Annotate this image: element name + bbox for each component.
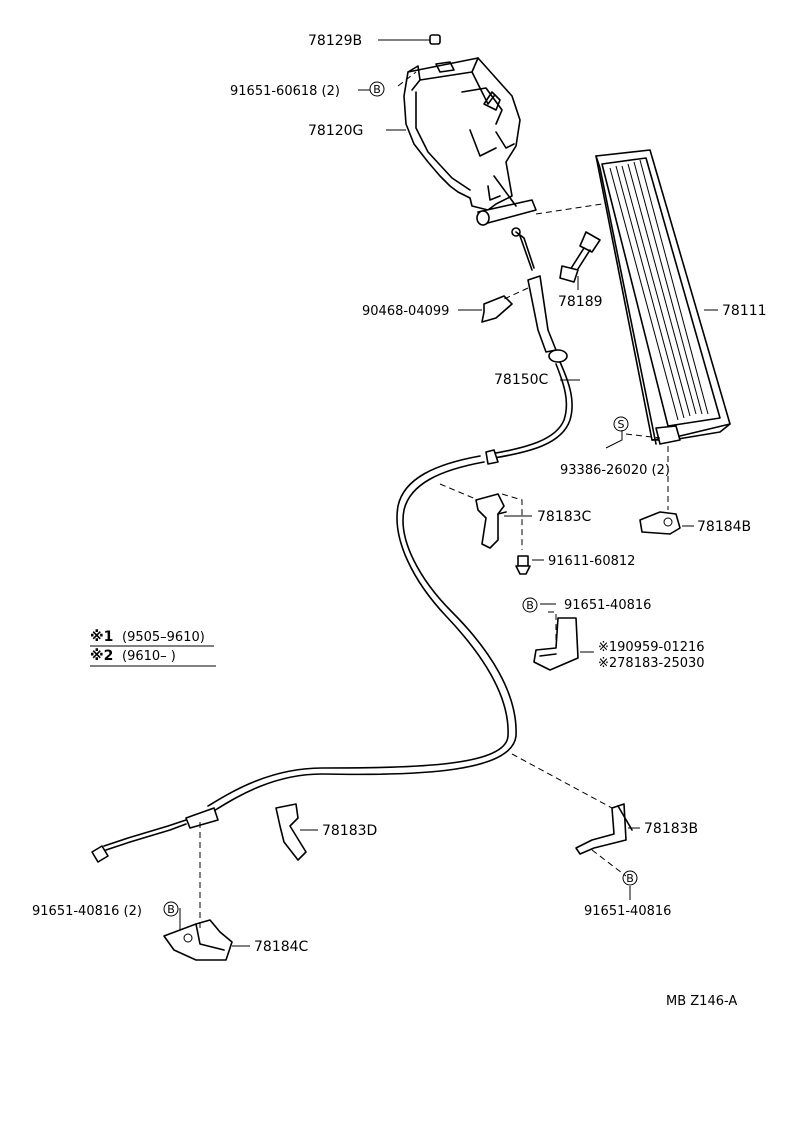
legend-text-2: (9610– ) bbox=[122, 649, 176, 664]
part-78183B-bracket bbox=[575, 803, 640, 855]
marker-B-2: B bbox=[522, 597, 538, 613]
diagram-code: MB Z146-A bbox=[666, 994, 737, 1009]
label-78184B: 78184B bbox=[697, 519, 751, 535]
label-78120G: 78120G bbox=[308, 123, 363, 139]
svg-text:B: B bbox=[526, 599, 534, 612]
marker-B-1: B bbox=[369, 81, 385, 97]
svg-text:S: S bbox=[618, 418, 625, 431]
label-91651-60618: 91651-60618 (2) bbox=[230, 84, 340, 99]
part-78189-bolt bbox=[559, 231, 601, 290]
marker-S: S bbox=[613, 416, 629, 432]
label-78183C: 78183C bbox=[537, 509, 592, 525]
label-78111: 78111 bbox=[722, 303, 767, 319]
svg-text:B: B bbox=[626, 872, 634, 885]
part-91611-bolt bbox=[515, 555, 544, 575]
part-78120G-bracket bbox=[403, 57, 537, 226]
legend-mark-2: ※2 bbox=[90, 648, 113, 664]
label-90468-04099: 90468-04099 bbox=[362, 304, 449, 319]
part-78183C-clamp bbox=[475, 493, 532, 549]
label-78183B: 78183B bbox=[644, 821, 698, 837]
part-78183-bracket-variant bbox=[533, 617, 594, 671]
legend-text-1: (9505–9610) bbox=[122, 630, 205, 645]
label-93386-26020: 93386-26020 (2) bbox=[560, 463, 670, 478]
label-91651-40816-c: 91651-40816 bbox=[584, 904, 671, 919]
label-278183-25030: ※278183-25030 bbox=[598, 656, 705, 671]
label-91651-40816-a: 91651-40816 bbox=[564, 598, 651, 613]
svg-text:B: B bbox=[373, 83, 381, 96]
part-90468-clip bbox=[458, 295, 513, 323]
label-78129B: 78129B bbox=[308, 33, 362, 49]
legend: ※1 (9505–9610) ※2 (9610– ) bbox=[90, 629, 216, 667]
svg-text:B: B bbox=[167, 903, 175, 916]
marker-B-4: B bbox=[163, 901, 179, 917]
part-78129B-stopper bbox=[378, 34, 441, 45]
part-78184C-clamp bbox=[163, 919, 250, 961]
label-78183D: 78183D bbox=[322, 823, 377, 839]
label-78184C: 78184C bbox=[254, 939, 309, 955]
legend-mark-1: ※1 bbox=[90, 629, 113, 645]
leader-lines bbox=[179, 89, 631, 930]
label-91611-60812: 91611-60812 bbox=[548, 554, 635, 569]
part-78184B-clamp bbox=[639, 511, 694, 535]
part-78150C-cable bbox=[91, 227, 580, 863]
marker-B-3: B bbox=[622, 870, 638, 886]
part-78111-pedal bbox=[595, 149, 731, 445]
label-78189: 78189 bbox=[558, 294, 603, 310]
part-78183D-clamp bbox=[275, 803, 318, 861]
connection-lines bbox=[199, 71, 669, 930]
label-190959-01216: ※190959-01216 bbox=[598, 640, 705, 655]
label-91651-40816-b: 91651-40816 (2) bbox=[32, 904, 142, 919]
label-78150C: 78150C bbox=[494, 372, 549, 388]
